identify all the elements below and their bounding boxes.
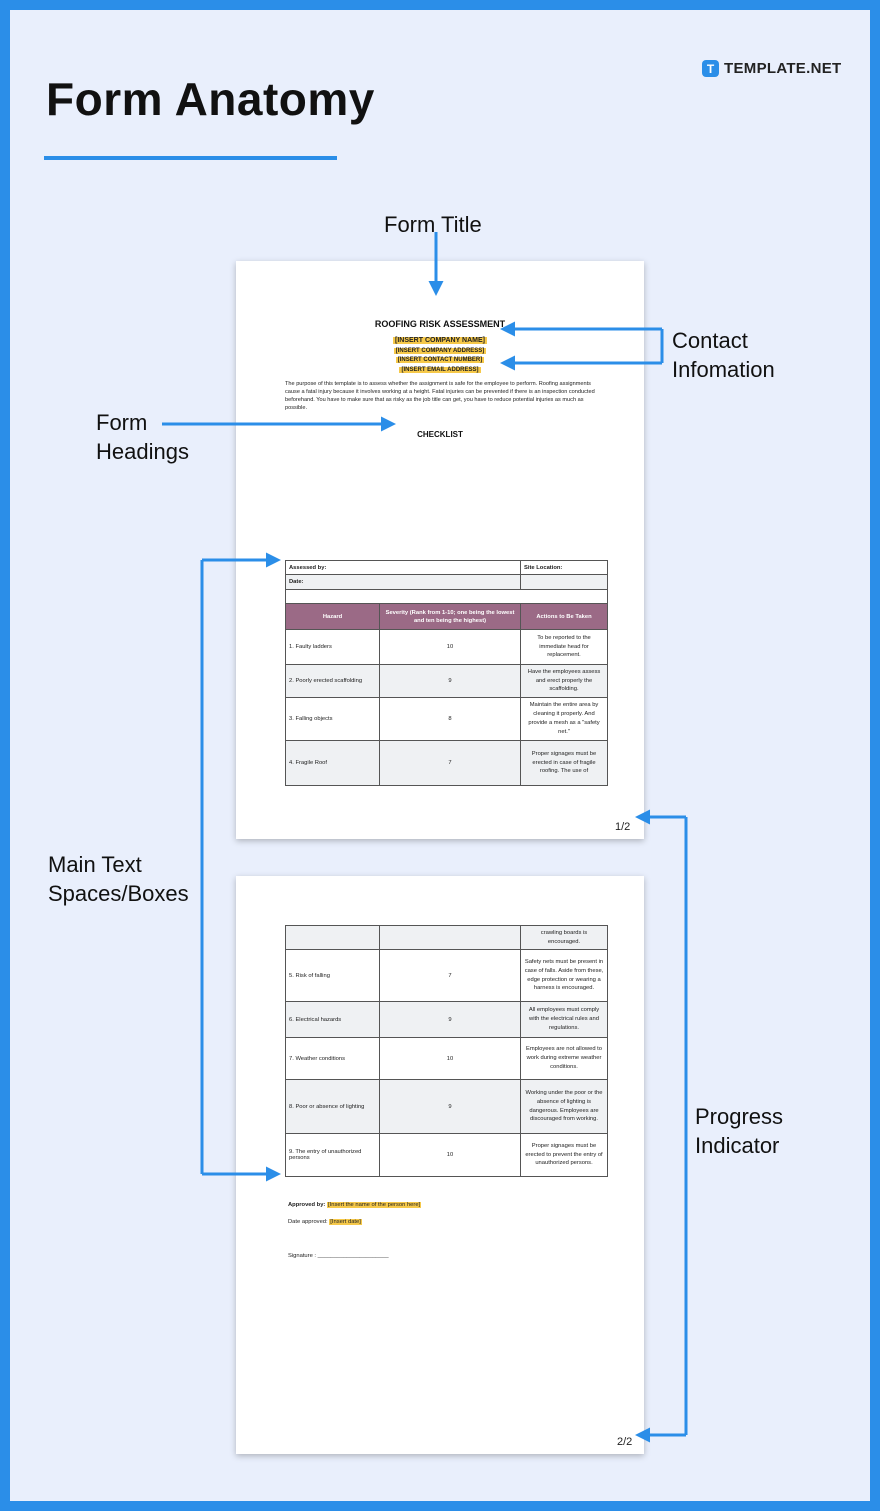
table-row: 8. Poor or absence of lighting 9 Working…	[285, 1079, 608, 1134]
company-address-placeholder: [INSERT COMPANY ADDRESS]	[393, 347, 487, 354]
severity-cell: 10	[379, 1037, 521, 1080]
severity-cell: 9	[378, 664, 522, 698]
table-row: 9. The entry of unauthorized persons 10 …	[285, 1133, 608, 1177]
callout-progress-indicator: Progress Indicator	[695, 1102, 783, 1160]
hazard-cell: 4. Fragile Roof	[285, 740, 380, 786]
table-row: 2. Poorly erected scaffolding 9 Have the…	[285, 664, 609, 698]
callout-headings-line2: Headings	[96, 439, 189, 464]
callout-main-text-line1: Main Text	[48, 852, 142, 877]
table-row: 7. Weather conditions 10 Employees are n…	[285, 1037, 608, 1080]
callout-contact-line2: Infomation	[672, 357, 775, 382]
severity-cell	[379, 925, 521, 950]
action-cell: Proper signages must be erected to preve…	[520, 1133, 608, 1177]
column-header-hazard: Hazard	[285, 603, 380, 630]
callout-contact-information: Contact Infomation	[672, 326, 775, 384]
action-cell: Have the employees assess and erect prop…	[520, 664, 609, 698]
page-indicator: 2/2	[617, 1436, 633, 1448]
form-title: ROOFING RISK ASSESSMENT	[374, 319, 506, 329]
callout-form-headings: Form Headings	[96, 408, 189, 466]
signature-line[interactable]: Signature : ______________________	[288, 1253, 389, 1259]
title-underline	[44, 156, 337, 160]
hazard-cell: 5. Risk of falling	[285, 949, 380, 1002]
table-row: Assessed by: Site Location:	[284, 560, 609, 575]
checklist-heading: CHECKLIST	[417, 430, 463, 439]
company-name-placeholder: [INSERT COMPANY NAME]	[393, 337, 487, 344]
callout-progress-line1: Progress	[695, 1104, 784, 1129]
form-page-1: ROOFING RISK ASSESSMENT [INSERT COMPANY …	[236, 261, 644, 839]
hazard-cell: 9. The entry of unauthorized persons	[285, 1133, 380, 1177]
callout-headings-line1: Form	[96, 410, 148, 435]
approved-by-line: Approved by: [Insert the name of the per…	[288, 1202, 422, 1208]
table-header-row: Hazard Severity (Rank from 1-10; one bei…	[285, 603, 609, 630]
hazard-cell: 8. Poor or absence of lighting	[285, 1079, 380, 1134]
table-row: 6. Electrical hazards 9 All employees mu…	[285, 1001, 608, 1038]
page-title: Form Anatomy	[46, 73, 375, 125]
severity-cell: 10	[379, 1133, 521, 1177]
date-approved-label: Date approved:	[288, 1219, 328, 1225]
contact-number-placeholder: [INSERT CONTACT NUMBER]	[395, 357, 485, 363]
column-header-severity: Severity (Rank from 1-10; one being the …	[378, 603, 522, 630]
date-approved-placeholder[interactable]: [Insert date]	[329, 1219, 362, 1225]
form-page-2: crawling boards is encouraged. 5. Risk o…	[236, 876, 644, 1454]
action-cell: Employees are not allowed to work during…	[520, 1037, 608, 1080]
page-indicator: 1/2	[615, 821, 631, 833]
callout-main-text: Main Text Spaces/Boxes	[48, 850, 189, 908]
severity-cell: 8	[378, 697, 522, 741]
table-row: crawling boards is encouraged.	[285, 925, 608, 950]
brand-name: TEMPLATE.NET	[724, 60, 842, 77]
callout-contact-line1: Contact	[672, 328, 748, 353]
callout-progress-line2: Indicator	[695, 1133, 780, 1158]
template-logo-icon: T	[702, 60, 719, 77]
callout-form-title: Form Title	[384, 212, 482, 237]
email-address-placeholder: [INSERT EMAIL ADDRESS]	[399, 366, 481, 373]
checklist-table-continued: crawling boards is encouraged. 5. Risk o…	[285, 925, 608, 1177]
action-cell: To be reported to the immediate head for…	[520, 629, 609, 665]
hazard-cell: 2. Poorly erected scaffolding	[285, 664, 380, 698]
action-cell: Working under the poor or the absence of…	[520, 1079, 608, 1134]
column-header-actions: Actions to Be Taken	[520, 603, 609, 630]
intro-paragraph: The purpose of this template is to asses…	[285, 381, 595, 411]
callout-main-text-line2: Spaces/Boxes	[48, 881, 189, 906]
contact-bracket	[503, 327, 664, 365]
action-cell: Proper signages must be erected in case …	[520, 740, 609, 786]
table-row: Date:	[284, 574, 609, 590]
approved-by-label: Approved by:	[288, 1202, 326, 1208]
action-cell: Safety nets must be present in case of f…	[520, 949, 608, 1002]
brand-logo: T TEMPLATE.NET	[702, 60, 841, 77]
contact-information: [INSERT COMPANY NAME] [INSERT COMPANY AD…	[236, 336, 644, 375]
approved-by-placeholder[interactable]: [Insert the name of the person here]	[327, 1202, 422, 1208]
table-row: 4. Fragile Roof 7 Proper signages must b…	[285, 740, 609, 786]
checklist-table: Assessed by: Site Location: Date: Hazard…	[284, 560, 609, 786]
annotation-arrows	[162, 232, 688, 1443]
date-approved-line: Date approved: [Insert date]	[288, 1219, 362, 1225]
table-row: 5. Risk of falling 7 Safety nets must be…	[285, 949, 608, 1002]
severity-cell: 7	[378, 740, 522, 786]
action-cell: crawling boards is encouraged.	[520, 925, 608, 950]
action-cell: Maintain the entire area by cleaning it …	[520, 697, 609, 741]
table-row: 3. Falling objects 8 Maintain the entire…	[285, 697, 609, 741]
